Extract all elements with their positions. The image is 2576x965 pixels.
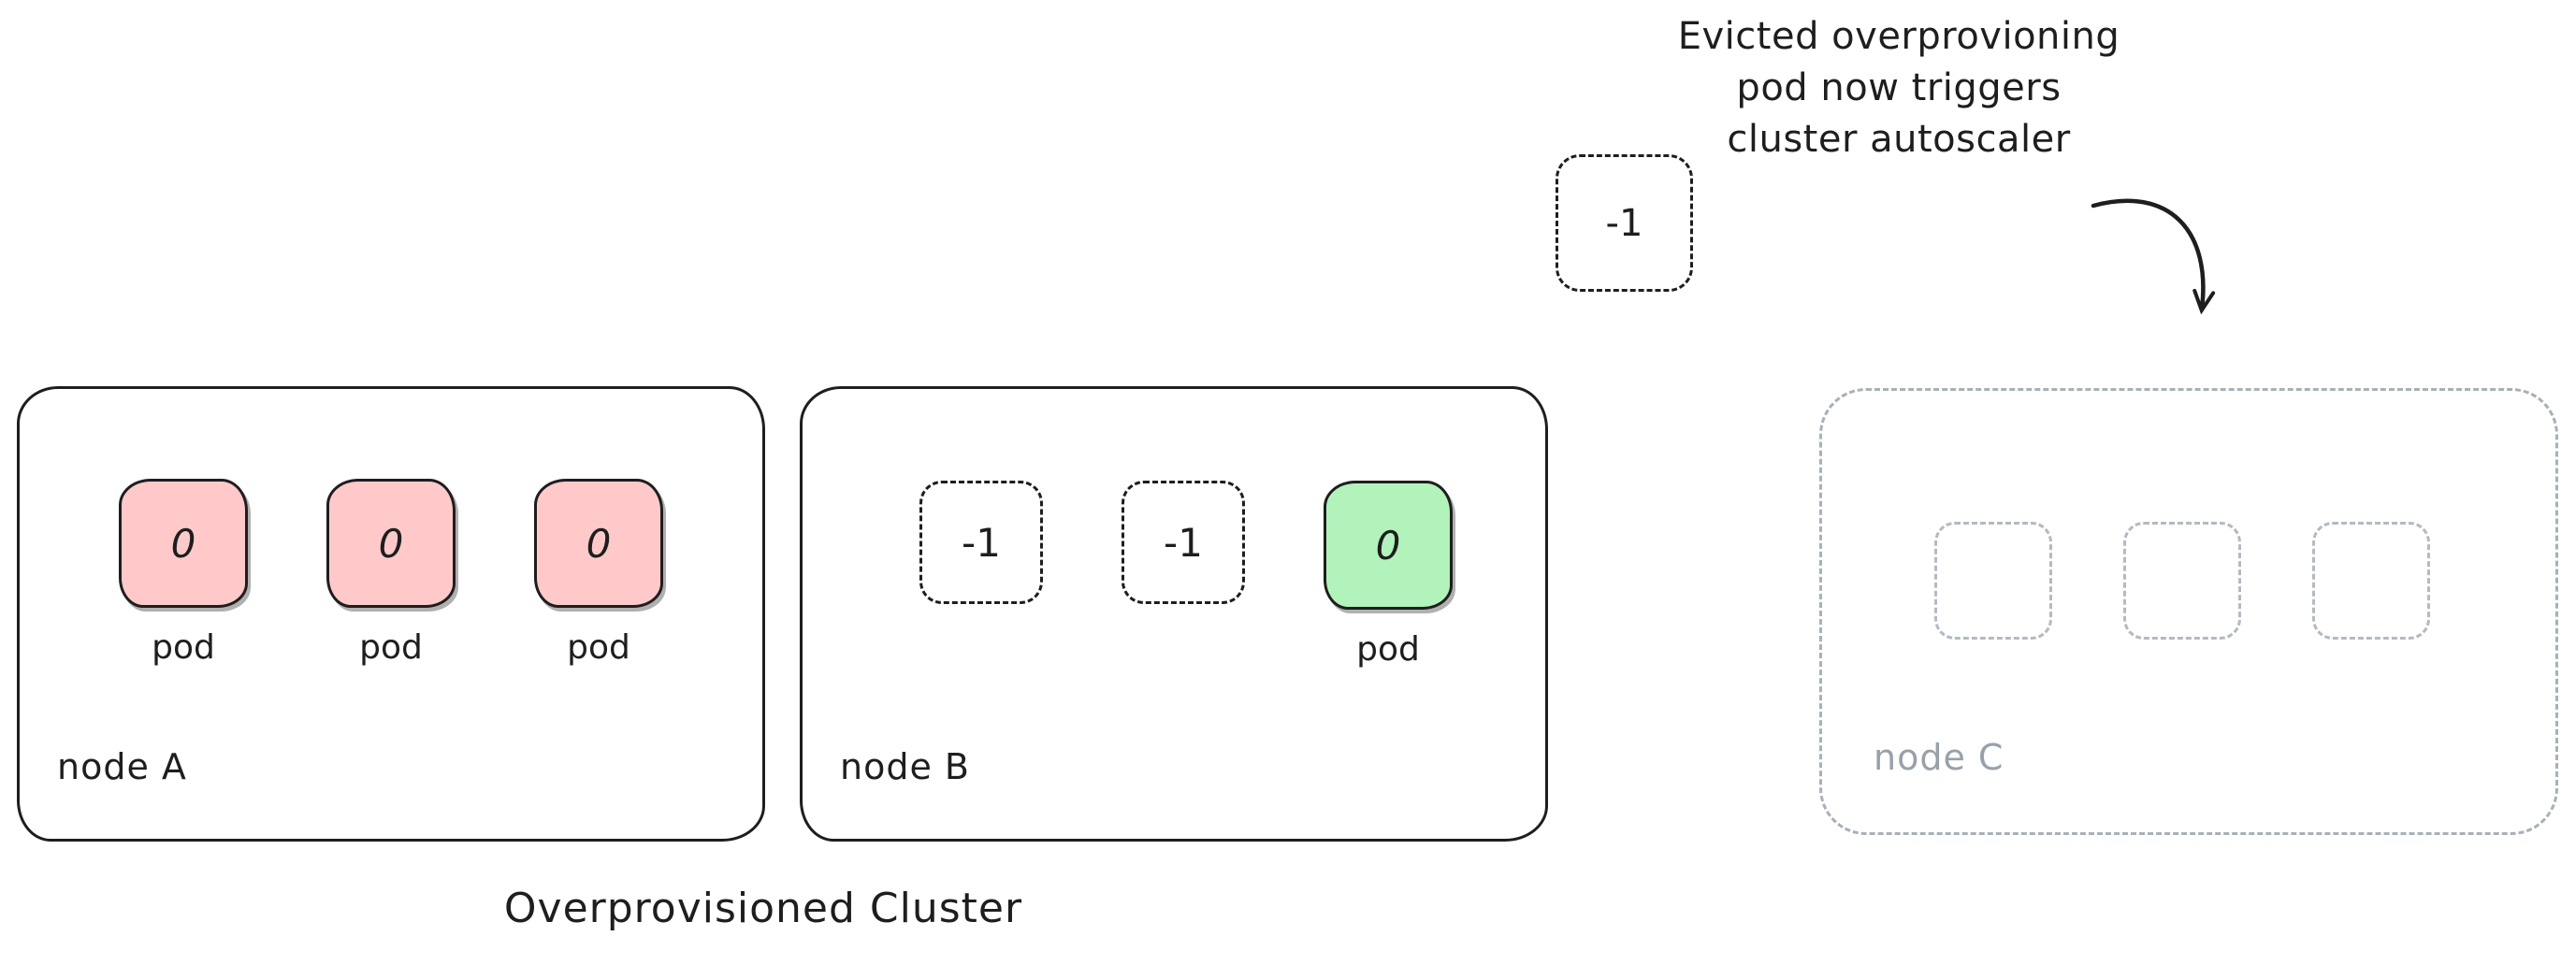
pod-box: 0 — [119, 479, 248, 608]
node-b-name: node B — [840, 746, 970, 787]
pod-wrap: 0 pod — [119, 479, 248, 667]
pod-box: 0 — [534, 479, 663, 608]
node-a-name: node A — [57, 746, 187, 787]
autoscaler-annotation: Evicted overprovioning pod now triggers … — [1618, 11, 2179, 166]
pod-value: 0 — [586, 520, 612, 567]
autoscaler-arrow-icon — [2091, 198, 2216, 315]
annotation-line-3: cluster autoscaler — [1727, 118, 2071, 161]
pending-pod-slot — [2123, 522, 2241, 640]
pod-caption: pod — [152, 628, 215, 667]
annotation-line-2: pod now triggers — [1736, 66, 2062, 109]
node-a: 0 pod 0 pod 0 pod node A — [17, 386, 765, 842]
pod-caption: pod — [567, 628, 630, 667]
pod-wrap: 0 pod — [534, 479, 663, 667]
pod-wrap: 0 pod — [1324, 481, 1453, 669]
node-c-name: node C — [1874, 737, 2004, 778]
annotation-line-1: Evicted overprovioning — [1677, 15, 2120, 58]
pod-box: 0 — [326, 479, 456, 608]
cluster-caption: Overprovisioned Cluster — [503, 885, 1023, 932]
pod-value: 0 — [378, 520, 404, 567]
evicted-pod-slot: -1 — [919, 481, 1043, 604]
pending-pod-slot — [2312, 522, 2430, 640]
evicted-pod-label: -1 — [1605, 201, 1643, 245]
pod-value: 0 — [1375, 522, 1401, 569]
pod-wrap: -1 — [1122, 481, 1245, 669]
node-b-pods: -1 -1 0 pod — [919, 481, 1453, 669]
pod-value: -1 — [1164, 519, 1203, 566]
pod-wrap: -1 — [919, 481, 1043, 669]
evicted-pod-slot: -1 — [1122, 481, 1245, 604]
pod-value: -1 — [962, 519, 1001, 566]
pod-wrap: 0 pod — [326, 479, 456, 667]
evicted-pod: -1 — [1556, 154, 1693, 292]
node-b: -1 -1 0 pod node B — [800, 386, 1548, 842]
pod-caption: pod — [359, 628, 423, 667]
pod-value: 0 — [170, 520, 196, 567]
pod-caption: pod — [1356, 630, 1420, 669]
pending-pod-slot — [1934, 522, 2052, 640]
pod-box: 0 — [1324, 481, 1453, 610]
node-c-pods — [1934, 522, 2430, 640]
node-a-pods: 0 pod 0 pod 0 pod — [119, 479, 663, 667]
node-c: node C — [1819, 388, 2558, 835]
